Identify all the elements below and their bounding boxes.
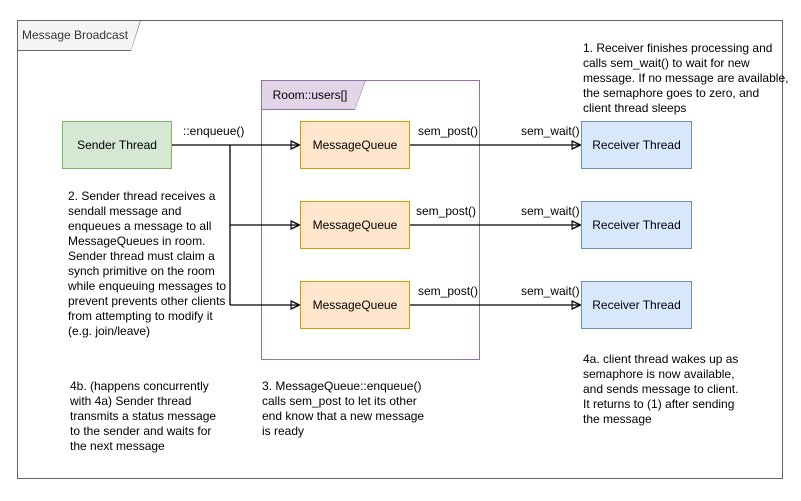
- sender-thread-node: Sender Thread: [62, 121, 172, 169]
- edge-label-sem-wait-2: sem_wait(): [520, 204, 580, 218]
- edge-label-sem-post-2: sem_post(): [415, 204, 478, 218]
- frame-message-broadcast: [17, 20, 783, 479]
- frame-title-tab: [17, 20, 141, 51]
- message-queue-node-3: MessageQueue: [300, 281, 410, 329]
- message-queue-node-2: MessageQueue: [300, 201, 410, 249]
- note-step-4b: 4b. (happens concurrently with 4a) Sende…: [70, 379, 217, 453]
- note-step-2: 2. Sender thread receives a sendall mess…: [68, 189, 227, 338]
- receiver-thread-node-2: Receiver Thread: [581, 201, 692, 249]
- note-step-3: 3. MessageQueue::enqueue() calls sem_pos…: [262, 379, 425, 438]
- edge-label-enqueue: ::enqueue(): [182, 124, 246, 138]
- note-step-4a: 4a. client thread wakes up as semaphore …: [583, 352, 739, 426]
- room-users-title: Room::users[]: [272, 88, 348, 102]
- frame-title: Message Broadcast: [21, 28, 129, 42]
- message-queue-node-1: MessageQueue: [300, 121, 410, 169]
- room-users-tab: [261, 80, 366, 110]
- room-users-container: [261, 80, 480, 360]
- receiver-thread-node-1: Receiver Thread: [581, 121, 692, 169]
- edge-label-sem-post-1: sem_post(): [417, 124, 480, 138]
- edge-label-sem-wait-3: sem_wait(): [520, 284, 580, 298]
- edge-label-sem-wait-1: sem_wait(): [520, 124, 580, 138]
- receiver-thread-node-3: Receiver Thread: [581, 281, 692, 329]
- note-step-1: 1. Receiver finishes processing and call…: [583, 41, 789, 115]
- edge-label-sem-post-3: sem_post(): [417, 284, 480, 298]
